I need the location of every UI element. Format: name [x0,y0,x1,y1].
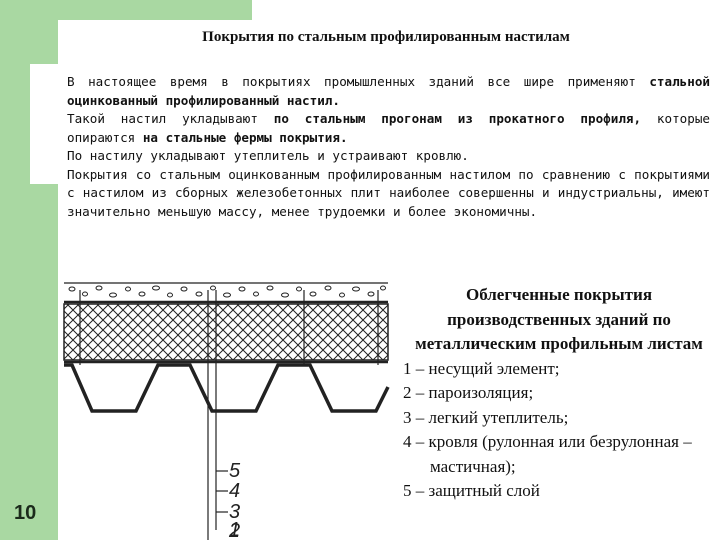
page-number: 10 [14,502,37,524]
intro-p1-emphasis: стальной оцинкованный профилированный на… [67,74,710,108]
legend-item: 1 – несущий элемент; [403,358,560,378]
legend-item: 5 – защитный слой [403,481,540,500]
intro-p2-text-2: которые опираются [67,111,710,145]
roof-section-diagram: 5 4 3 2 [63,282,390,540]
label-5: 5 [229,460,241,482]
intro-paragraph-1: В настоящее время в покрытиях промышленн… [67,73,710,110]
intro-p2-emphasis-2: на стальные фермы покрытия. [142,129,348,145]
intro-p2-emphasis-1: по стальным прогонам из прокатного профи… [273,111,642,126]
intro-paragraph-2: Такой настил укладывают по стальным прог… [67,110,710,147]
intro-text: В настоящее время в покрытиях промышленн… [67,73,710,221]
insulation-layer [63,303,389,361]
label-1: 1 [229,519,241,541]
intro-paragraph-3: По настилу укладывают утеплитель и устра… [67,148,469,163]
label-4: 4 [229,480,240,502]
sidebar-notch [30,64,58,184]
profiled-deck [64,363,390,413]
legend-item: 3 – легкий утеплитель; [403,407,569,427]
legend-item: 4 – кровля (рулонная или безрулонная – м… [403,432,692,476]
label-3: 3 [229,501,240,523]
legend-list: 1 – несущий элемент; 2 – пароизоляция; 3… [403,357,715,504]
page-title: Покрытия по стальным профилированным нас… [202,29,570,45]
protective-layer [64,282,388,298]
intro-p2-text: Такой настил укладывают [67,111,274,126]
label-2: 2 [228,520,240,540]
top-accent-bar [58,0,252,20]
intro-p1-text: В настоящее время в покрытиях промышленн… [67,74,650,89]
caption-title: Облегченные покрытия производственных зд… [415,285,703,353]
intro-paragraph-4: Покрытия со стальным оцинкованным профил… [67,166,710,219]
section-lines [79,290,379,540]
legend-item: 2 – пароизоляция; [403,383,534,402]
figure-caption: Облегченные покрытия производственных зд… [403,283,715,504]
